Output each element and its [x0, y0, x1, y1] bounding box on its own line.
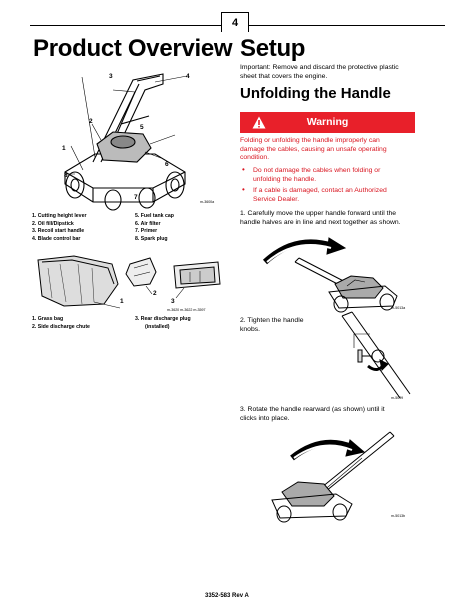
accessory-callout-1: 1: [120, 298, 124, 305]
mower-overview-figure: [64, 73, 188, 211]
step2-figure: [341, 311, 411, 399]
parts-list-col1: 1. Cutting height lever 2. Oil fill/Dips…: [32, 213, 86, 243]
parts-item: 1. Cutting height lever: [32, 213, 87, 219]
parts-item: 7. Primer: [135, 228, 158, 234]
accessory-item: 1. Grass bag: [32, 316, 64, 322]
page-number-box-left: [221, 12, 222, 32]
step3-figure: [271, 431, 395, 523]
callout-8: 8: [64, 172, 68, 179]
step-1-text: 1. Carefully move the upper handle forwa…: [240, 210, 401, 226]
accessory-item: 3. Rear discharge plug: [135, 316, 191, 322]
bullet-dot: •: [242, 185, 245, 194]
accessory-item: (installed): [145, 323, 170, 330]
product-overview-title: Product Overview: [33, 35, 233, 62]
page-number-box-right: [248, 12, 249, 32]
page-number: 4: [231, 17, 239, 29]
parts-item: 2. Oil fill/Dipstick: [32, 220, 74, 227]
parts-item: 3. Recoil start handle: [32, 228, 85, 234]
bullet-dot: •: [242, 165, 245, 174]
accessory-item: 2. Side discharge chute: [32, 323, 90, 330]
warning-text: Folding or unfolding the handle improper…: [240, 137, 387, 162]
parts-item: 8. Spark plug: [135, 235, 168, 242]
page-number-box-top: [221, 12, 249, 13]
accessories-list-col1: 1. Grass bag 2. Side discharge chute: [32, 316, 90, 331]
figure1-code: m-3600a: [200, 200, 215, 204]
warning-banner: Warning: [240, 112, 415, 133]
callout-5: 5: [140, 124, 144, 131]
step3-figure-code: m-5013b: [391, 514, 406, 518]
parts-item: 5. Fuel tank cap: [135, 213, 174, 219]
warning-bullet-1: Do not damage the cables when folding or…: [253, 167, 381, 183]
warning-label: Warning: [306, 116, 349, 128]
accessory-callout-3: 3: [171, 298, 175, 305]
step1-figure-code: m-5013a: [391, 306, 406, 310]
callout-1: 1: [62, 145, 66, 152]
callout-3: 3: [109, 73, 113, 80]
parts-item: 6. Air filter: [135, 220, 161, 227]
step2-figure-code: m-5099: [391, 396, 404, 400]
important-note: Important: Remove and discard the protec…: [240, 64, 399, 80]
parts-list-col2: 5. Fuel tank cap 6. Air filter 7. Primer…: [135, 213, 174, 243]
page-footer: 3352-583 Rev A: [205, 593, 249, 599]
warning-triangle-icon: [252, 116, 266, 129]
callout-6: 6: [165, 161, 169, 168]
parts-item: 4. Blade control bar: [32, 235, 81, 242]
warning-bullet-2: If a cable is damaged, contact an Author…: [253, 187, 387, 203]
setup-title: Setup: [240, 35, 306, 62]
header-rule-left: [30, 25, 221, 26]
callout-4: 4: [186, 73, 190, 80]
callout-7: 7: [134, 194, 138, 201]
callout-2: 2: [89, 118, 93, 125]
step-3-text: 3. Rotate the handle rearward (as shown)…: [240, 406, 385, 422]
figure2-code: m-3620 m-3622 m-3597: [167, 308, 206, 312]
step1-figure: [262, 237, 398, 313]
accessory-callout-2: 2: [153, 290, 157, 297]
unfolding-handle-heading: Unfolding the Handle: [240, 85, 391, 102]
step-2-text: 2. Tighten the handle knobs.: [240, 317, 304, 333]
accessories-figure: [37, 255, 221, 309]
accessories-list-col2: 3. Rear discharge plug (installed): [135, 316, 191, 331]
header-rule-right: [249, 25, 445, 26]
